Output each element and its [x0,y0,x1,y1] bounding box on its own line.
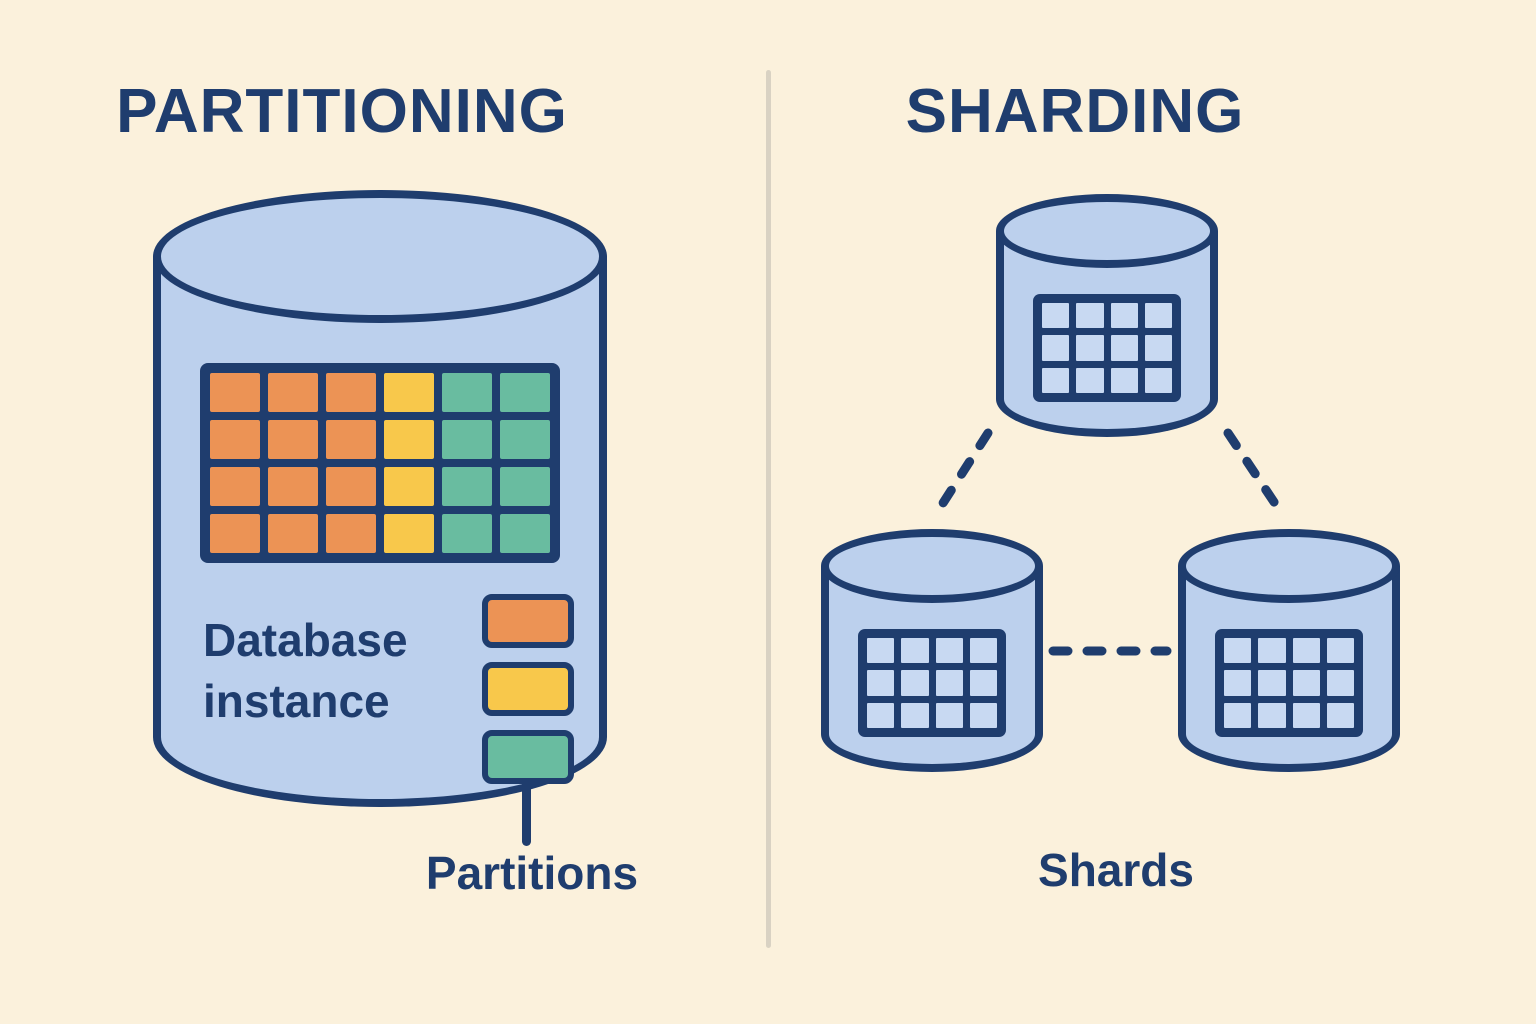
table-cell [1144,367,1172,393]
partition-cell-green [500,467,550,506]
partition-swatch-yellow [482,662,574,716]
table-cell [1224,670,1252,696]
partition-cell-orange [268,467,318,506]
shard-table-grid [1033,294,1181,402]
table-cell [935,670,963,696]
table-cell [1042,367,1070,393]
table-cell [1076,335,1104,361]
table-cell [1110,367,1138,393]
partition-cell-green [442,373,492,412]
table-cell [1224,702,1252,728]
table-cell [969,702,997,728]
partition-cell-green [442,467,492,506]
partition-cell-yellow [384,373,434,412]
partition-cell-orange [210,467,260,506]
table-cell [1144,335,1172,361]
shard-table-grid [858,629,1006,737]
table-cell [1258,638,1286,664]
table-cell [1076,303,1104,329]
partition-cell-green [500,420,550,459]
table-cell [1292,702,1320,728]
partitions-label: Partitions [425,847,639,899]
table-cell [1110,335,1138,361]
partition-cell-orange [326,420,376,459]
database-instance-label-line1: Database [203,614,408,666]
table-cell [1258,702,1286,728]
table-cell [1326,702,1354,728]
database-instance-label: Database instance [203,610,408,731]
partition-cell-yellow [384,514,434,553]
shards-label: Shards [1038,844,1194,896]
cylinder-top-face [821,529,1043,603]
partitioning-title: PARTITIONING [116,77,568,146]
partition-cell-orange [326,514,376,553]
partition-cell-green [500,514,550,553]
table-cell [901,702,929,728]
partition-cell-green [442,514,492,553]
partition-cell-orange [210,514,260,553]
table-cell [1076,367,1104,393]
partition-cell-orange [326,467,376,506]
partition-cell-orange [268,420,318,459]
partition-cell-orange [210,373,260,412]
table-cell [1292,638,1320,664]
dashed-connector-right [1223,428,1287,519]
table-cell [1292,670,1320,696]
table-cell [1144,303,1172,329]
dashed-connector-left [931,428,993,519]
shard-cylinder-bottom-left [821,529,1043,772]
database-instance-cylinder: Database instance [153,190,607,846]
partition-cell-yellow [384,420,434,459]
table-cell [1258,670,1286,696]
partition-grid [200,363,560,563]
table-cell [935,638,963,664]
table-cell [935,702,963,728]
partition-legend [482,594,574,784]
shard-cylinder-bottom-right [1178,529,1400,772]
partition-swatch-orange [482,594,574,648]
table-cell [1110,303,1138,329]
table-cell [867,670,895,696]
table-cell [1224,638,1252,664]
table-cell [867,702,895,728]
table-cell [1326,670,1354,696]
cylinder-top-face [1178,529,1400,603]
table-cell [969,670,997,696]
partition-cell-orange [210,420,260,459]
table-cell [1042,303,1070,329]
cylinder-top-face [996,194,1218,268]
partition-cell-yellow [384,467,434,506]
partitions-pointer-line [522,775,531,846]
partition-cell-green [500,373,550,412]
partition-cell-orange [268,514,318,553]
partition-swatch-green [482,730,574,784]
database-instance-label-line2: instance [203,674,390,727]
table-cell [1326,638,1354,664]
vertical-divider [766,70,771,948]
shard-table-grid [1215,629,1363,737]
partition-cell-orange [326,373,376,412]
shard-cylinder-top [996,194,1218,437]
sharding-title: SHARDING [905,77,1245,146]
partition-cell-orange [268,373,318,412]
table-cell [969,638,997,664]
table-cell [1042,335,1070,361]
partition-cell-green [442,420,492,459]
table-cell [901,638,929,664]
table-cell [867,638,895,664]
cylinder-top-face [153,190,607,323]
table-cell [901,670,929,696]
